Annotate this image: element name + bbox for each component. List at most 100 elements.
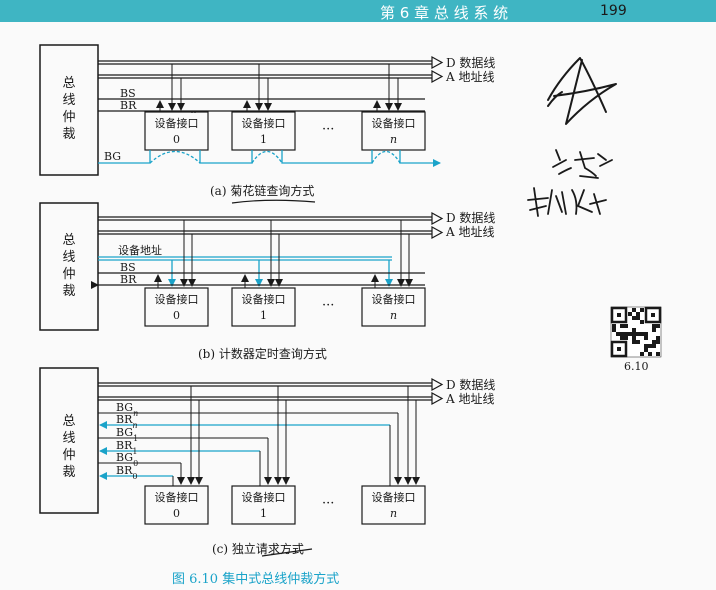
device-id: n [390, 309, 397, 322]
diagram-c: 总 线 仲 裁 D 数据线 A 地址线 [39, 367, 495, 557]
qr-module [632, 316, 636, 320]
addr-bus-b [98, 225, 444, 240]
qr-module [648, 344, 652, 348]
signal-label: BG0 [116, 451, 138, 468]
arbiter-char: 裁 [62, 464, 75, 480]
device-id: 0 [173, 133, 180, 146]
arbiter-char: 总 [62, 414, 75, 429]
caption-c: (c) 独立请求方式 [212, 541, 304, 556]
diagram-b: 总 线 仲 裁 D 数据线 A 地址线 [39, 202, 495, 361]
qr-module [636, 340, 640, 344]
device-label: 设备接口 [372, 490, 416, 504]
device-label: 设备接口 [242, 292, 286, 306]
qr-module [648, 352, 652, 356]
device-a-n: 设备接口 n [361, 64, 426, 151]
underline-c [261, 548, 313, 557]
device-id: 1 [260, 507, 267, 520]
device-b-n: 设备接口 n [361, 220, 426, 327]
chapter-title: 第 6 章 总 线 系 统 [380, 4, 509, 22]
arbiter-char: 总 [62, 233, 75, 248]
br0-line [99, 472, 174, 486]
signal-labels-c: BGn BRn BG1 BR1 BG0 BR0 [116, 401, 138, 481]
addr-bus-c [98, 391, 444, 406]
bs-label-a: BS [120, 87, 136, 100]
signal-label: BGn [116, 401, 138, 418]
device-label: 设备接口 [155, 116, 199, 130]
arbiter-box-b [39, 202, 99, 331]
qr-module [620, 324, 624, 328]
arbiter-char: 仲 [62, 267, 75, 282]
qr-module [652, 328, 656, 332]
br-label-a: BR [120, 99, 137, 112]
device-id: n [390, 507, 397, 520]
qr-module [636, 312, 640, 316]
addr-bus-label-c: A 地址线 [445, 392, 494, 406]
handwritten-note-1 [552, 149, 613, 179]
qr-module [624, 336, 628, 340]
qr-module [652, 344, 656, 348]
device-b-0: 设备接口 0 [144, 220, 209, 327]
br-label-b: BR [120, 273, 137, 286]
qr-module [620, 336, 624, 340]
qr-module [632, 332, 636, 336]
qr-module [632, 328, 636, 332]
figure-caption: 图 6.10 集中式总线仲裁方式 [172, 571, 339, 587]
handwritten-note-2 [527, 187, 607, 217]
qr-module [628, 332, 632, 336]
device-label: 设备接口 [242, 490, 286, 504]
device-c-1: 设备接口 1 [231, 386, 296, 525]
device-c-0: 设备接口 0 [144, 386, 209, 525]
qr-module [652, 340, 656, 344]
qr-code[interactable] [610, 306, 662, 358]
signal-label: BR0 [116, 464, 137, 481]
qr-module [656, 324, 660, 328]
bg1-line [98, 437, 272, 485]
qr-module [612, 324, 616, 328]
bg-chain-a [98, 150, 441, 167]
arbiter-char: 总 [62, 76, 75, 91]
device-b-1: 设备接口 1 [231, 220, 296, 327]
br1-line [99, 447, 261, 486]
qr-module [656, 340, 660, 344]
arbiter-box-a [39, 44, 99, 176]
device-a-0: 设备接口 0 [144, 64, 209, 151]
signal-label: BRn [116, 413, 138, 430]
qr-module [656, 352, 660, 356]
qr-module [640, 320, 644, 324]
qr-module [632, 336, 636, 340]
data-bus-label-b: D 数据线 [446, 210, 495, 225]
qr-module [636, 332, 640, 336]
data-bus-label-a: D 数据线 [446, 55, 495, 70]
underline-a [231, 199, 316, 204]
qr-module [640, 332, 644, 336]
qr-module [624, 332, 628, 336]
data-bus-b [98, 211, 444, 226]
device-id: 1 [260, 133, 267, 146]
device-label: 设备接口 [372, 116, 416, 130]
ellipsis-c: ··· [322, 496, 334, 511]
arbiter-label-c: 总 线 仲 裁 [62, 414, 75, 480]
arbiter-char: 裁 [62, 283, 75, 299]
qr-module [640, 352, 644, 356]
arbiter-char: 线 [62, 93, 75, 108]
qr-module [644, 344, 648, 348]
qr-module [644, 348, 648, 352]
device-label: 设备接口 [372, 292, 416, 306]
arbiter-char: 线 [62, 250, 75, 265]
addr-bus-label-a: A 地址线 [445, 70, 494, 84]
data-bus-label-c: D 数据线 [446, 377, 495, 392]
device-id: 0 [173, 507, 180, 520]
device-c-n: 设备接口 n [361, 386, 426, 525]
bgn-line [98, 412, 402, 485]
qr-module [656, 336, 660, 340]
qr-label: 6.10 [624, 360, 649, 373]
device-id: n [390, 133, 397, 146]
device-label: 设备接口 [155, 292, 199, 306]
qr-module [644, 332, 648, 336]
page-number: 199 [600, 3, 627, 19]
caption-b: (b) 计数器定时查询方式 [198, 346, 327, 361]
device-a-1: 设备接口 1 [231, 64, 296, 151]
ellipsis-a: ··· [322, 122, 334, 137]
qr-module [612, 328, 616, 332]
bs-label-b: BS [120, 261, 136, 274]
